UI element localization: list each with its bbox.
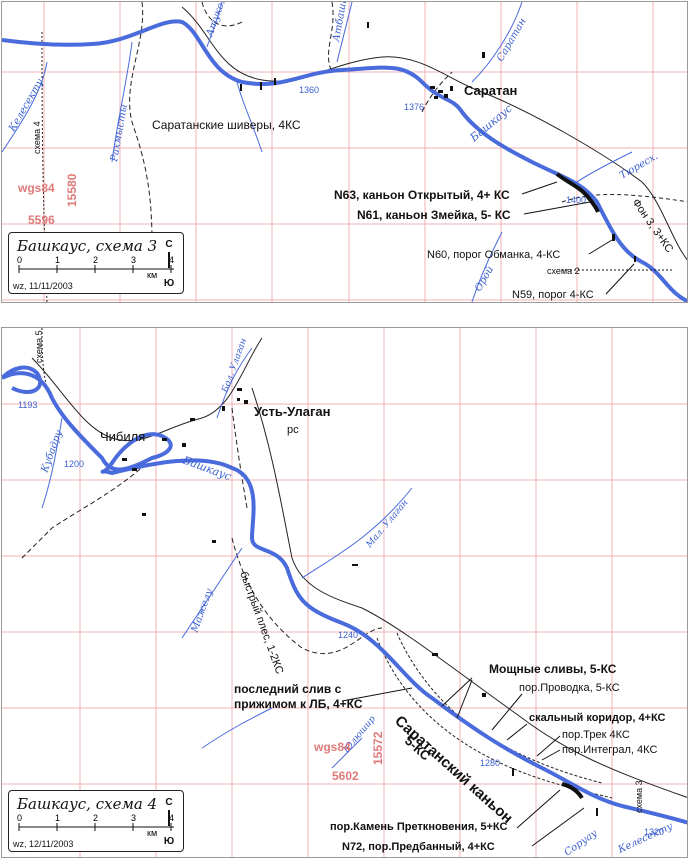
north-arrow-icon: [168, 252, 170, 268]
map3-roads: [41, 2, 687, 302]
map-scheme-4: Чибиля Усть-Улаган рс быстрый плес, 1-2К…: [1, 327, 688, 858]
river-label-mazhelu: Мажелу: [189, 587, 215, 635]
map4-leaders: [341, 677, 585, 847]
river-label-bashkaus: Башкаус: [180, 453, 233, 483]
label-schema4-ref: схема 4: [32, 121, 42, 154]
map-scheme-3: Саратанские шиверы, 4КС Саратан N63, кан…: [1, 1, 688, 303]
legend-map3: Башкаус, схема 3 0 1 2 3 4 км wz, 11/11/…: [8, 232, 184, 294]
label-n60: N60, порог Обманка, 4-КС: [427, 249, 560, 261]
south-label: Ю: [163, 836, 175, 847]
river-label-saratan: Саратан: [495, 16, 529, 63]
scale-tick-0: 0: [17, 255, 22, 265]
river-kubadru-loop: [2, 365, 43, 394]
label-trek: пор.Трек 4КС: [562, 729, 630, 741]
river-bashkaus: [2, 19, 687, 302]
label-integral: пор.Интеграл, 4КС: [562, 744, 657, 756]
elev-1376: 1376: [404, 102, 424, 112]
label-saratan: Саратан: [464, 83, 517, 98]
label-shivery: Саратанские шиверы, 4КС: [152, 118, 301, 132]
label-n63: N63, каньон Открытый, 4+ КС: [334, 188, 510, 202]
river-label-oroy: Орой: [473, 265, 496, 294]
label-provodka: пор.Проводка, 5-КС: [519, 682, 620, 694]
scale-unit: км: [147, 270, 157, 280]
label-chibilya: Чибиля: [100, 429, 145, 444]
north-label: С: [165, 797, 173, 808]
label-ust-ulagan: Усть-Улаган: [254, 404, 330, 419]
scale-tick-1: 1: [55, 255, 60, 265]
map3-grid: [2, 2, 687, 302]
scale-unit: км: [147, 828, 157, 838]
map3-credit: wz, 11/11/2003: [13, 281, 73, 291]
map4-canvas: Чибиля Усть-Улаган рс быстрый плес, 1-2К…: [2, 328, 687, 858]
elev-1360: 1360: [299, 85, 319, 95]
map4-roads: [21, 328, 687, 799]
north-label: С: [165, 239, 173, 250]
river-label-soruau: Соруау: [562, 828, 599, 858]
label-last-sliv-2: прижимом к ЛБ, 4+КС: [234, 697, 363, 711]
map4-buildings: [122, 388, 598, 816]
elev-1280: 1280: [480, 758, 500, 768]
label-easting: 5602: [332, 769, 359, 783]
label-rs: рс: [287, 424, 299, 436]
elev-1193: 1193: [18, 400, 37, 410]
label-n59: N59, порог 4-КС: [512, 289, 594, 301]
scale-tick-1: 1: [55, 813, 60, 823]
river-bashkaus: [2, 371, 687, 825]
map4-tributaries: [41, 347, 413, 769]
map3-scale-bar: 0 1 2 3 4 км: [17, 255, 174, 280]
canyon-segment: [561, 782, 584, 800]
map4-scale-bar: 0 1 2 3 4 км: [17, 813, 174, 838]
legend-map4: Башкаус, схема 4 0 1 2 3 4 км wz, 12/11/…: [8, 790, 184, 852]
label-moshnye: Мощные сливы, 5-КС: [489, 662, 617, 676]
river-label-atukol: Атукол: [204, 2, 229, 39]
label-wgs84: wgs84: [17, 181, 55, 195]
label-kamen: пор.Камень Преткновения, 5+КС: [330, 821, 507, 833]
label-northing: 15580: [65, 173, 79, 207]
scale-tick-3: 3: [131, 255, 136, 265]
map3-canvas: Саратанские шиверы, 4КС Саратан N63, кан…: [2, 2, 687, 302]
map4-title: Башкаус, схема 4: [17, 795, 158, 813]
scale-tick-2: 2: [93, 813, 98, 823]
scale-tick-0: 0: [17, 813, 22, 823]
label-plyos: быстрый плес, 1-2КС: [237, 570, 285, 676]
map3-buildings: [240, 22, 636, 262]
map3-title: Башкаус, схема 3: [17, 237, 158, 255]
scale-tick-4: 4: [169, 813, 174, 823]
map4-grid: [2, 328, 687, 857]
label-schema2-ref: схема 2: [547, 266, 580, 276]
label-northing: 15572: [371, 731, 385, 765]
label-wgs84: wgs84: [313, 740, 351, 754]
scale-tick-2: 2: [93, 255, 98, 265]
river-label-mal-ulagan: Мал. Улаган: [364, 498, 411, 551]
elev-1240: 1240: [338, 630, 358, 640]
label-n72: N72, пор.Предбанный, 4+КС: [342, 841, 495, 853]
scale-tick-4: 4: [169, 255, 174, 265]
label-last-sliv: последний слив с: [234, 682, 342, 696]
canyon-segment: [555, 172, 600, 213]
elev-1200: 1200: [64, 459, 84, 469]
map4-credit: wz, 12/11/2003: [13, 839, 74, 849]
south-label: Ю: [163, 278, 175, 289]
label-schema3-ref: схема 3: [634, 780, 644, 813]
north-arrow-icon: [168, 810, 170, 826]
elev-1320: 1320: [644, 827, 664, 837]
elev-1400: 1400: [566, 195, 586, 205]
label-koridor: скальный коридор, 4+КС: [529, 712, 666, 724]
label-n61: N61, каньон Змейка, 5- КС: [357, 208, 511, 222]
map3-leaders: [521, 181, 672, 295]
label-easting: 5596: [28, 213, 55, 227]
river-label-kubadru: Кубадру: [39, 429, 65, 475]
label-schema5-ref: схема 5: [34, 330, 44, 363]
scale-tick-3: 3: [131, 813, 136, 823]
label-canyon-name: Саратанский каньон: [391, 712, 516, 827]
river-label-rahmysty: Рахмысты: [109, 103, 130, 163]
map3-tributaries: [2, 2, 633, 302]
